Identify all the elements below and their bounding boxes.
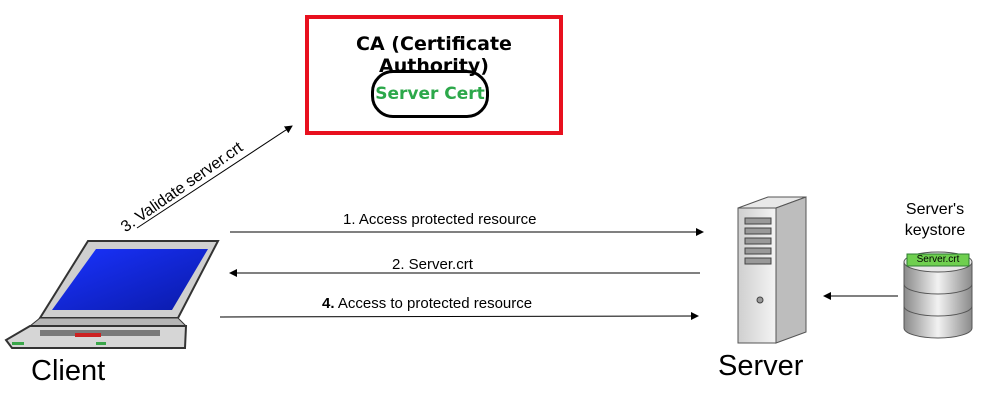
ca-box: [305, 15, 563, 135]
database-icon: [903, 251, 973, 339]
message-step-4-number: 4.: [322, 295, 335, 312]
message-step-2: 2. Server.crt: [392, 256, 473, 273]
laptop-icon: [4, 240, 220, 349]
keystore-label-line1: Server's: [905, 201, 965, 218]
keystore-label-line2: keystore: [904, 222, 966, 239]
server-label: Server: [718, 350, 804, 382]
keystore-label: Server's keystore: [898, 199, 972, 241]
server-icon: [737, 196, 807, 344]
message-step-1: 1. Access protected resource: [343, 211, 537, 228]
server-cert-oval: [371, 70, 489, 118]
message-step-4: 4. Access to protected resource: [322, 295, 532, 312]
keystore-tag: Server.crt: [916, 254, 960, 265]
client-label: Client: [31, 355, 106, 387]
server-cert-label: Server Cert: [375, 84, 485, 104]
arrow-validate-ca: [136, 125, 293, 229]
arrow-access-granted: [219, 312, 699, 321]
message-step-4-text: Access to protected resource: [334, 295, 533, 312]
